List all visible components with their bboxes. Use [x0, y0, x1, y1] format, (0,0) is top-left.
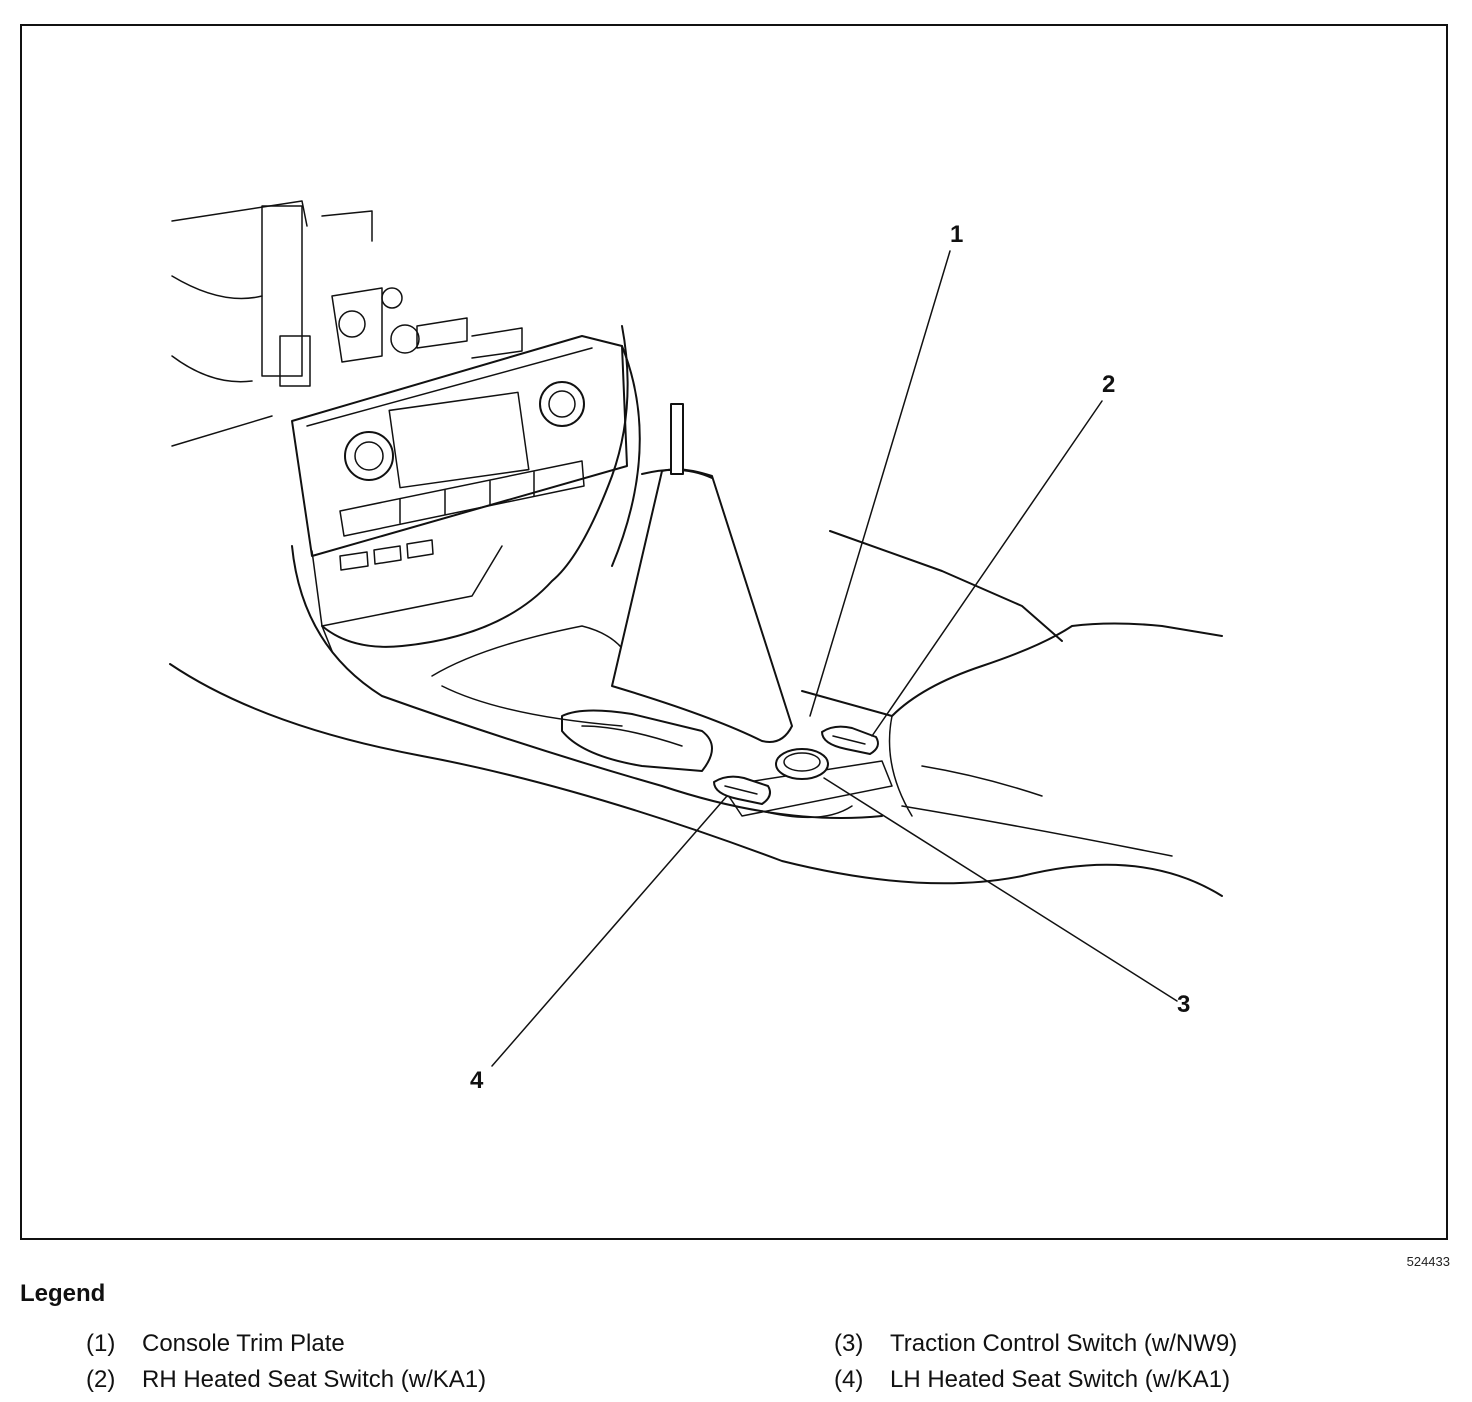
legend-item-number: (1) [86, 1330, 116, 1357]
console-illustration: 1 2 3 4 [169, 200, 1223, 1094]
legend-item-label: Console Trim Plate [142, 1330, 345, 1357]
leader-line-4 [491, 795, 728, 1067]
callout-1: 1 [950, 221, 963, 248]
legend-item-label: RH Heated Seat Switch (w/KA1) [142, 1366, 487, 1393]
leader-line-3 [823, 777, 1178, 1002]
leader-line-1 [809, 250, 951, 717]
legend-item-number: (2) [86, 1366, 116, 1393]
leader-line-2 [871, 400, 1103, 737]
legend-item-3: (3) Traction Control Switch (w/NW9) [834, 1330, 1237, 1358]
legend-item-4: (4) LH Heated Seat Switch (w/KA1) [834, 1366, 1230, 1394]
legend-item-label: Traction Control Switch (w/NW9) [890, 1330, 1238, 1357]
illustration-frame: 1 2 3 4 [20, 24, 1448, 1240]
legend-item-2: (2) RH Heated Seat Switch (w/KA1) [86, 1366, 486, 1394]
climate-control-panel [291, 335, 628, 652]
callout-4: 4 [470, 1067, 484, 1094]
center-console [169, 325, 1223, 897]
dashboard-structure [171, 200, 523, 447]
legend-title: Legend [20, 1280, 106, 1307]
figure-id: 524433 [1406, 1254, 1450, 1269]
legend-item-number: (4) [834, 1366, 864, 1393]
legend-item-label: LH Heated Seat Switch (w/KA1) [890, 1366, 1231, 1393]
callout-2: 2 [1102, 371, 1115, 398]
callout-3: 3 [1177, 991, 1190, 1018]
legend-item-1: (1) Console Trim Plate [86, 1330, 345, 1358]
leader-lines [491, 250, 1178, 1067]
legend-item-number: (3) [834, 1330, 864, 1357]
